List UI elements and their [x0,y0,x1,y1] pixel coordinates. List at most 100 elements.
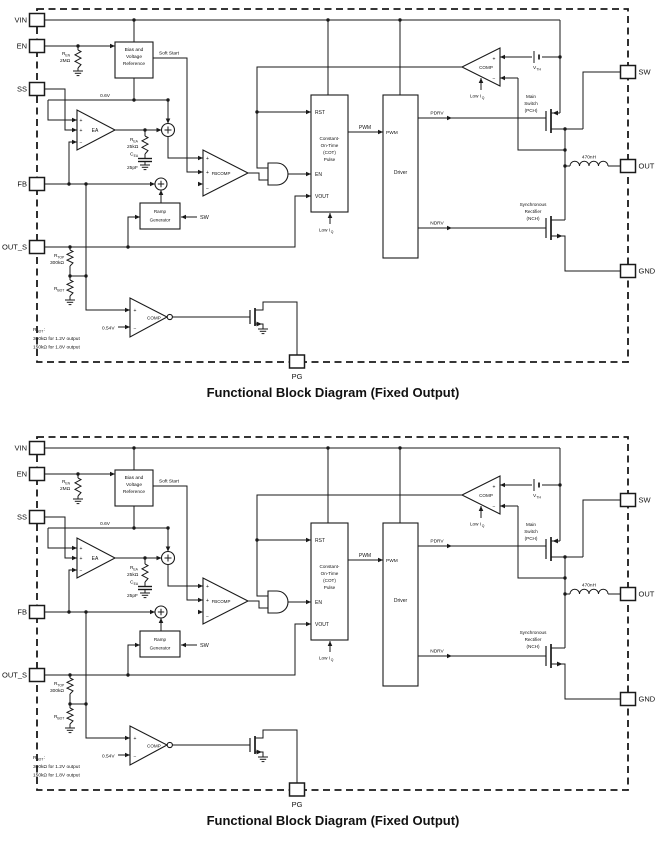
fbcomp-label: FBCOMP [212,171,231,176]
sync-rect-label: (NCH) [526,644,539,649]
junction-dot [68,274,72,278]
bias-label: Reference [123,489,145,495]
driver-label: Driver [394,170,408,176]
pin-label-pg: PG [292,800,303,809]
arrowhead [165,118,171,124]
fbcomp-comparator [202,149,250,197]
open-drain-bubble [166,741,173,749]
arrowhead [156,127,162,133]
pg-comparator [129,297,169,338]
arrowhead [198,155,203,161]
junction-dot [68,245,72,249]
note-line: 300kΩ for 1.2V output [33,764,80,770]
driver-block [382,522,419,687]
note-title: R [33,327,37,333]
cea-label-subscript: EA [134,582,139,586]
comp-plus: + [493,485,496,491]
ren-label: R [62,51,66,57]
pg-nmos-arrow [256,321,262,327]
inductor [569,588,609,595]
cot-label: (COT) [323,150,336,155]
resistor-rbot [65,279,75,297]
arrowhead [135,642,140,648]
pin-label-fb: FB [17,608,27,617]
diagram-caption: Functional Block Diagram (Fixed Output) [207,813,460,828]
arrowhead [150,609,155,615]
pmos-arrow [552,538,558,544]
pg-ref-label: 0.54V [102,326,115,332]
pin-box-en [28,38,46,54]
cea-label: C [130,580,134,586]
outs-wire [44,623,311,676]
ren-label-subscript: EN [65,54,70,58]
junction-dot [143,128,147,132]
inductor-value: 470nH [582,583,597,589]
pin-box-pg [288,782,306,797]
rtop-label-subscript: TOP [57,684,65,688]
arrowhead [447,653,452,659]
sync-rect-label: Synchronous [520,630,548,635]
fbcomp-plus: + [206,584,209,590]
junction-dot [76,472,80,476]
arrowhead [125,735,130,741]
cea-value: 25pF [127,165,138,171]
note-title-subscript: BOT [36,758,43,762]
sync-rect-label: Rectifier [525,637,542,642]
rtop-value: 300kΩ [50,688,64,694]
comp-minus-wire [517,78,565,151]
pin-box-ss [28,509,46,525]
ramp-label: Generator [150,218,171,223]
bias-label: Bias and [125,47,144,53]
ramp-generator-block [139,630,181,658]
driver-pwm-label: PWM [386,558,398,564]
cea-label: C [130,152,134,158]
junction-dot [255,538,259,542]
low-iq-label: Low I [319,228,330,233]
pwm-signal-label: PWM [359,125,371,131]
pin-box-out_s [28,667,46,683]
junction-dot [563,164,567,168]
junction-dot [166,526,170,530]
nmos-arrow [557,661,563,667]
rbot-label: R [54,286,58,292]
junction-dot [68,673,72,677]
rea-value: 25kΩ [127,572,139,578]
arrowhead [158,190,164,195]
junction-dot [563,592,567,596]
pwm-signal-label: PWM [359,553,371,559]
ea-plus: + [80,118,83,124]
junction-dot [563,576,567,580]
outs-wire [44,195,311,248]
note-line: 150kΩ for 1.8V output [33,773,80,779]
note-title: : [44,756,45,761]
junction-dot [143,556,147,560]
fbcomp-output [248,600,268,609]
junction-dot [563,555,567,559]
fbcomp-minus: − [206,614,209,620]
junction-dot [398,18,402,22]
pin-label-en: EN [17,42,27,51]
pin-label-out_s: OUT_S [2,671,27,680]
bias-block [114,469,154,507]
arrowhead [306,621,311,627]
wire [68,569,77,612]
cot-label: Pulse [324,157,336,162]
ea-plus: + [80,128,83,134]
pin-box-out [619,586,637,602]
comp-label: COMP [479,65,493,70]
junction-dot [563,148,567,152]
pin-box-vin [28,440,46,456]
junction-dot [398,446,402,450]
cea-value: 25pF [127,593,138,599]
arrowhead [198,609,203,615]
low-iq-label-subscript: Q [482,96,485,100]
junction-dot [84,182,88,186]
bias-label: Bias and [125,475,144,481]
resistor-ren [73,49,83,69]
cot-label: On-Time [321,143,339,148]
arrowhead [150,181,155,187]
pin-box-gnd [619,691,637,707]
arrowhead [378,557,383,563]
cot-block [310,94,349,213]
